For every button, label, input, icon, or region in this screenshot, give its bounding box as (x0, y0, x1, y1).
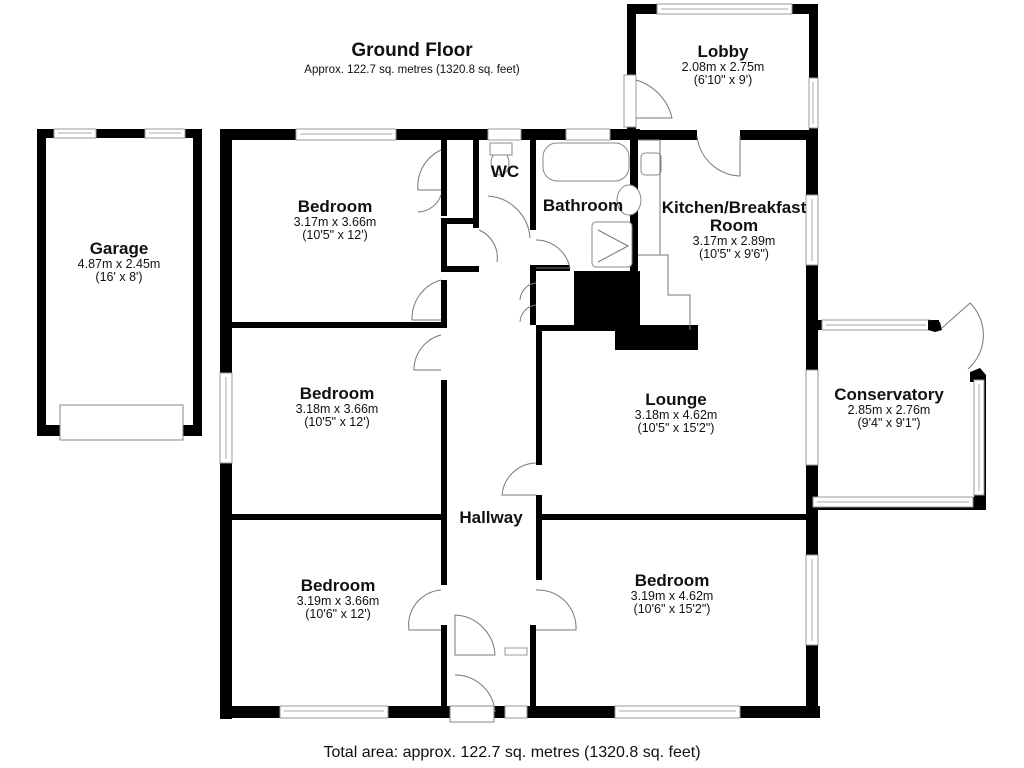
room-name: Bedroom (300, 576, 376, 595)
room-label-kitchen: Kitchen/Breakfast Room 3.17m x 2.89m (10… (662, 199, 807, 261)
room-name: Hallway (459, 508, 523, 527)
room-dim-metric: 3.17m x 2.89m (692, 233, 776, 248)
room-label-hallway: Hallway (459, 509, 522, 527)
floor-area-subtitle: Approx. 122.7 sq. metres (1320.8 sq. fee… (304, 64, 520, 76)
conservatory-walls (812, 302, 986, 510)
room-dim-imperial: (9'4" x 9'1") (857, 415, 921, 430)
room-label-bedroom-4: Bedroom 3.19m x 4.62m (10'6" x 15'2") (631, 572, 714, 616)
floor-title-block: Ground Floor Approx. 122.7 sq. metres (1… (304, 40, 519, 76)
room-dim-imperial: (16' x 8') (95, 269, 143, 284)
room-name: Bedroom (297, 197, 373, 216)
room-name: Conservatory (834, 385, 944, 404)
room-dim-imperial: (10'5" x 15'2") (637, 420, 715, 435)
room-name: Bedroom (299, 384, 375, 403)
room-label-bathroom: Bathroom (543, 197, 623, 215)
total-area-footer: Total area: approx. 122.7 sq. metres (13… (323, 744, 701, 761)
room-dim-imperial: (10'6" x 12') (305, 606, 371, 621)
door-swings (408, 149, 577, 723)
fixtures (489, 139, 691, 330)
shower-tray-icon (591, 221, 633, 268)
room-label-lounge: Lounge 3.18m x 4.62m (10'5" x 15'2") (635, 391, 718, 435)
room-label-bedroom-2: Bedroom 3.18m x 3.66m (10'5" x 12') (296, 385, 379, 429)
room-dim-metric: 2.85m x 2.76m (847, 402, 931, 417)
room-dim-imperial: (10'5" x 12') (302, 227, 368, 242)
kitchen-sink-icon (640, 152, 662, 176)
room-label-wc: WC (491, 163, 519, 181)
room-dim-imperial: (6'10" x 9') (693, 72, 753, 87)
room-label-garage: Garage 4.87m x 2.45m (16' x 8') (78, 240, 161, 284)
room-dim-metric: 3.18m x 4.62m (634, 407, 718, 422)
room-name: Garage (89, 239, 149, 258)
bathtub-icon (542, 142, 630, 182)
room-label-conservatory: Conservatory 2.85m x 2.76m (9'4" x 9'1") (834, 386, 944, 430)
internal-walls (232, 130, 818, 715)
room-label-bedroom-1: Bedroom 3.17m x 3.66m (10'5" x 12') (294, 198, 377, 242)
room-label-bedroom-3: Bedroom 3.19m x 3.66m (10'6" x 12') (297, 577, 380, 621)
room-dim-metric: 3.19m x 3.66m (296, 593, 380, 608)
room-label-lobby: Lobby 2.08m x 2.75m (6'10" x 9') (682, 43, 765, 87)
room-dim-imperial: (10'5" x 12') (304, 414, 370, 429)
lobby-walls (623, 3, 819, 177)
room-dim-metric: 3.18m x 3.66m (295, 401, 379, 416)
garage-walls (37, 128, 202, 441)
room-dim-metric: 3.19m x 4.62m (630, 588, 714, 603)
room-name: WC (490, 162, 520, 181)
floor-title: Ground Floor (351, 40, 473, 61)
room-name: Lobby (697, 42, 749, 61)
main-outer-walls (219, 128, 820, 719)
basin-icon (616, 184, 642, 216)
room-dim-metric: 3.17m x 3.66m (293, 214, 377, 229)
room-name: Bedroom (634, 571, 710, 590)
room-name: Lounge (645, 390, 707, 409)
room-dim-metric: 2.08m x 2.75m (681, 59, 765, 74)
room-dim-imperial: (10'5" x 9'6") (699, 246, 769, 261)
room-name-line2: Room (709, 215, 759, 235)
room-dim-imperial: (10'6" x 15'2") (633, 601, 711, 616)
room-dim-metric: 4.87m x 2.45m (77, 256, 161, 271)
room-name: Kitchen/Breakfast (661, 198, 807, 217)
room-name: Bathroom (542, 196, 624, 215)
